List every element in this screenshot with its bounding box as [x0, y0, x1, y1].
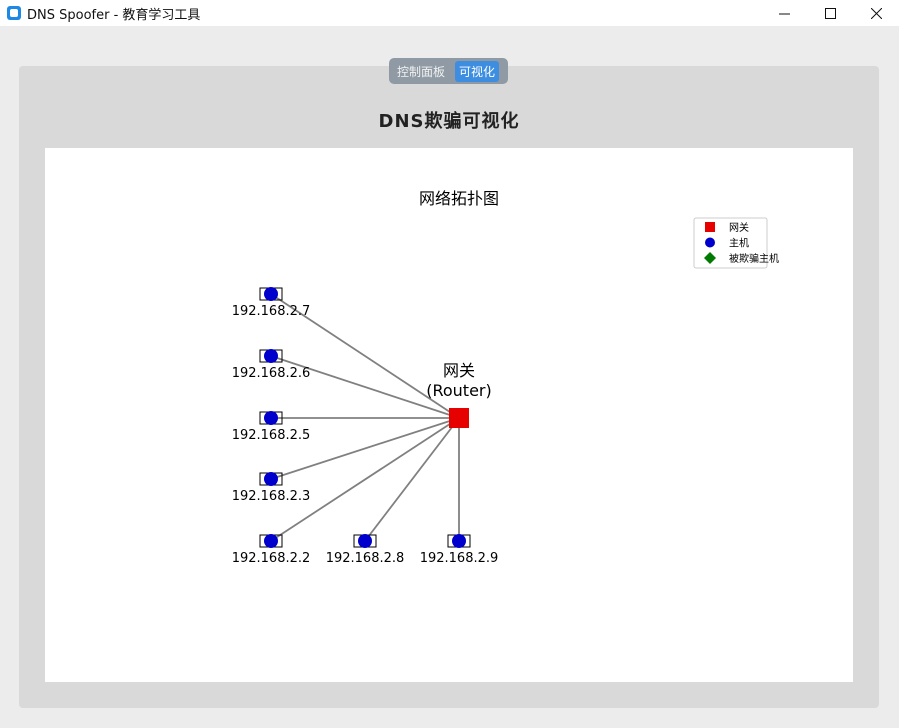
- legend-marker-diamond: [704, 252, 716, 264]
- host-ip-label: 192.168.2.3: [232, 489, 311, 504]
- window-controls: [761, 0, 899, 26]
- host-node[interactable]: [264, 472, 278, 486]
- chart-title: 网络拓扑图: [419, 189, 499, 208]
- close-icon: [870, 7, 882, 19]
- title-bar: DNS Spoofer - 教育学习工具: [0, 0, 899, 26]
- minimize-icon: [778, 13, 790, 14]
- host-node[interactable]: [452, 534, 466, 548]
- edge-line: [364, 417, 460, 542]
- host-ip-label: 192.168.2.5: [232, 428, 311, 443]
- edge-line: [270, 417, 460, 480]
- legend-marker-square: [705, 222, 715, 232]
- host-node[interactable]: [264, 411, 278, 425]
- tab-bar: 控制面板 可视化: [389, 58, 508, 84]
- window-title: DNS Spoofer - 教育学习工具: [27, 7, 201, 23]
- legend-label: 被欺骗主机: [729, 252, 779, 265]
- network-topology-chart: 网络拓扑图 192.168.2.7 192.168.2.6 192.168.2.5 1…: [232, 189, 779, 566]
- edge-line: [270, 417, 460, 542]
- legend-label: 网关: [729, 221, 749, 234]
- edge-line: [270, 355, 460, 419]
- host-node[interactable]: [358, 534, 372, 548]
- close-button[interactable]: [853, 0, 899, 26]
- host-node[interactable]: [264, 534, 278, 548]
- edge-line: [270, 293, 460, 419]
- legend-label: 主机: [729, 237, 749, 250]
- router-node[interactable]: [449, 408, 469, 428]
- router-label-cn: 网关: [443, 361, 475, 380]
- legend-marker-circle: [705, 237, 715, 248]
- host-ip-label: 192.168.2.9: [420, 551, 499, 566]
- minimize-button[interactable]: [761, 0, 807, 26]
- maximize-icon: [824, 7, 836, 19]
- tab-control-panel[interactable]: 控制面板: [397, 64, 446, 79]
- host-node[interactable]: [264, 287, 278, 301]
- tab-visualization[interactable]: 可视化: [455, 60, 500, 82]
- host-ip-label: 192.168.2.2: [232, 551, 311, 566]
- host-node[interactable]: [264, 349, 278, 363]
- visualization-heading: DNS欺骗可视化: [378, 111, 520, 132]
- host-ip-label: 192.168.2.6: [232, 366, 311, 381]
- chart-canvas: 网络拓扑图 192.168.2.7 192.168.2.6 192.168.2.5 1…: [45, 148, 853, 682]
- host-ip-label: 192.168.2.7: [232, 304, 311, 319]
- maximize-button[interactable]: [807, 0, 853, 26]
- router-label-en: (Router): [426, 381, 492, 400]
- host-ip-label: 192.168.2.8: [326, 551, 405, 566]
- app-icon: [7, 6, 21, 20]
